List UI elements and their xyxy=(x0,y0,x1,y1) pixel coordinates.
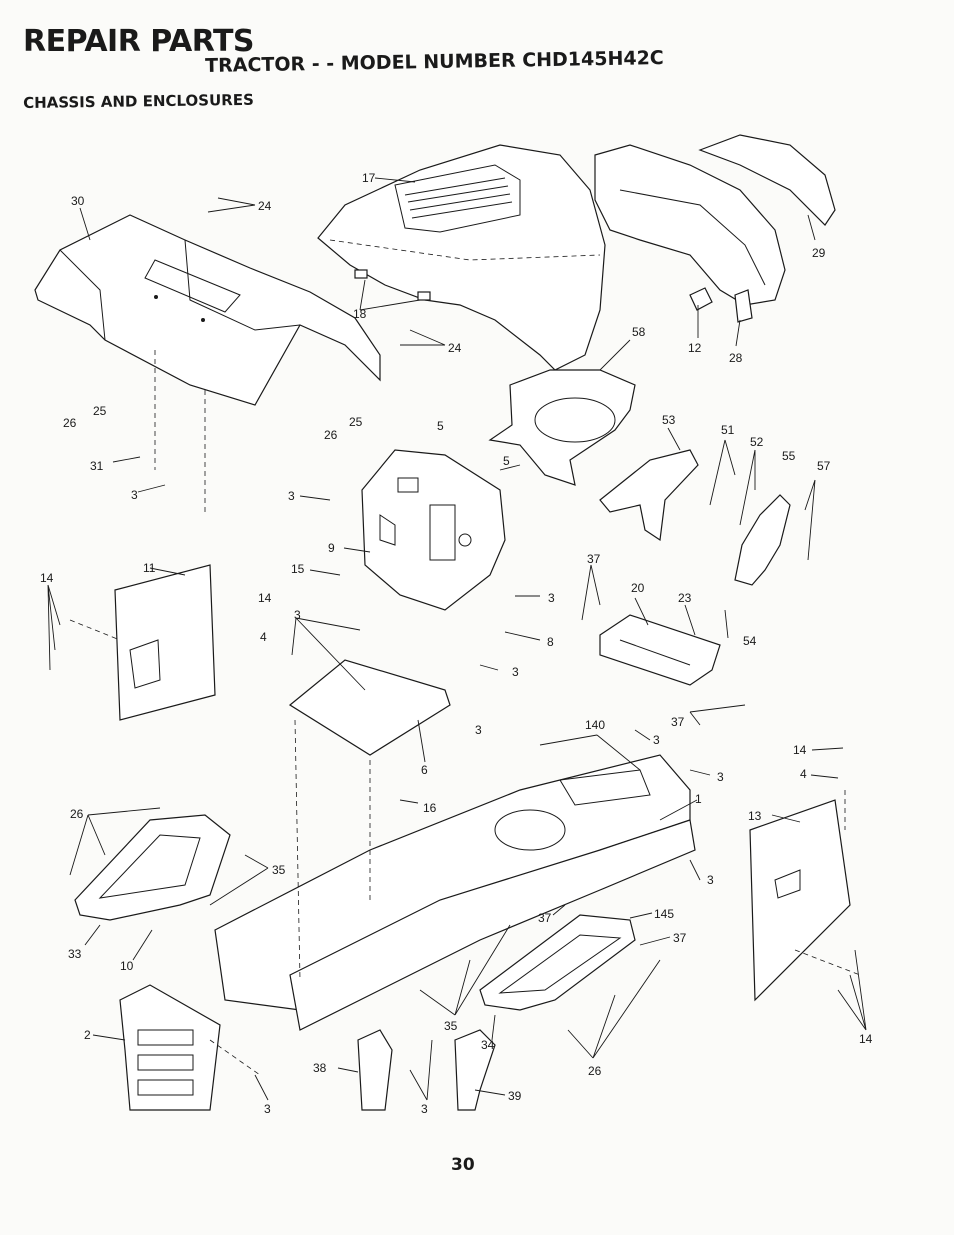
callout-3-k: 3 xyxy=(421,1102,428,1116)
page-title: REPAIR PARTS xyxy=(23,24,255,59)
assembly-lines xyxy=(69,350,861,1076)
callout-52: 52 xyxy=(750,435,764,449)
callout-26-mid: 26 xyxy=(324,428,338,442)
callout-39: 39 xyxy=(508,1089,522,1103)
callout-29: 29 xyxy=(812,246,826,260)
hood-part xyxy=(317,144,606,371)
callout-9: 9 xyxy=(328,541,335,555)
callout-37-a: 37 xyxy=(587,552,601,566)
bracket-55-part xyxy=(734,494,791,586)
callout-20: 20 xyxy=(631,581,645,595)
callout-3-a: 3 xyxy=(131,488,138,502)
callout-37-d: 37 xyxy=(673,931,687,945)
dash-shroud-part xyxy=(488,369,636,486)
callout-10: 10 xyxy=(120,959,134,973)
callout-3-d: 3 xyxy=(294,608,301,622)
callout-17: 17 xyxy=(362,171,376,185)
callout-28: 28 xyxy=(729,351,743,365)
callout-31: 31 xyxy=(90,459,104,473)
bracket-38-part xyxy=(357,1029,393,1111)
bracket-53-part xyxy=(599,449,699,542)
callout-13: 13 xyxy=(748,809,762,823)
callout-54: 54 xyxy=(743,634,757,648)
side-plate-13-part xyxy=(749,799,851,1002)
callout-14-c: 14 xyxy=(793,743,807,757)
grille-panel-part xyxy=(594,134,836,323)
plate-20-part xyxy=(599,614,721,686)
callout-26-low: 26 xyxy=(70,807,84,821)
callout-3-e: 3 xyxy=(512,665,519,679)
side-plate-11-part xyxy=(114,564,216,721)
callout-51: 51 xyxy=(721,423,735,437)
callout-8: 8 xyxy=(547,635,554,649)
callout-5-a: 5 xyxy=(437,419,444,433)
callout-14-d: 14 xyxy=(859,1032,873,1046)
callout-37-c: 37 xyxy=(538,911,552,925)
leader-lines xyxy=(47,177,867,1101)
callout-16: 16 xyxy=(423,801,437,815)
callout-34: 34 xyxy=(481,1038,495,1052)
callout-25-left: 25 xyxy=(93,404,107,418)
callout-3-b: 3 xyxy=(288,489,295,503)
callout-11: 11 xyxy=(143,561,156,575)
callout-3-j: 3 xyxy=(264,1102,271,1116)
callout-2: 2 xyxy=(84,1028,91,1042)
front-plate-2-part xyxy=(119,984,221,1111)
callout-12: 12 xyxy=(688,341,702,355)
callout-14-a: 14 xyxy=(40,571,54,585)
footrest-33-part xyxy=(74,814,231,921)
callout-58: 58 xyxy=(632,325,646,339)
callout-37-b: 37 xyxy=(671,715,685,729)
callout-24-top: 24 xyxy=(258,199,272,213)
floor-plate-6-part xyxy=(288,659,451,756)
callout-26-right: 26 xyxy=(588,1064,602,1078)
callout-55: 55 xyxy=(782,449,796,463)
callout-1: 1 xyxy=(695,792,702,806)
callout-6: 6 xyxy=(421,763,428,777)
callout-4-a: 4 xyxy=(260,630,267,644)
callout-3-i: 3 xyxy=(707,873,714,887)
callout-57: 57 xyxy=(817,459,831,473)
callout-5-b: 5 xyxy=(503,454,510,468)
callout-3-c: 3 xyxy=(548,591,555,605)
bracket-39-part xyxy=(454,1029,496,1111)
callout-14-b: 14 xyxy=(258,591,272,605)
callout-140: 140 xyxy=(585,718,605,732)
main-frame-part xyxy=(214,754,696,1031)
footrest-34-part xyxy=(479,914,636,1011)
callout-25-mid: 25 xyxy=(349,415,363,429)
callout-3-h: 3 xyxy=(717,770,724,784)
callout-145: 145 xyxy=(654,907,674,921)
callout-53: 53 xyxy=(662,413,676,427)
page-number: 30 xyxy=(451,1155,475,1175)
callout-30: 30 xyxy=(71,194,85,208)
callout-15: 15 xyxy=(291,562,305,576)
callout-33: 33 xyxy=(68,947,82,961)
callout-4-b: 4 xyxy=(800,767,807,781)
callout-38: 38 xyxy=(313,1061,327,1075)
callout-35-b: 35 xyxy=(444,1019,458,1033)
callout-26-left: 26 xyxy=(63,416,77,430)
callout-3-g: 3 xyxy=(653,733,660,747)
callout-18: 18 xyxy=(353,307,367,321)
callout-3-f: 3 xyxy=(475,723,482,737)
callout-23: 23 xyxy=(678,591,692,605)
dash-panel-part xyxy=(361,449,506,611)
callout-35-a: 35 xyxy=(272,863,286,877)
rear-fender-part xyxy=(34,214,381,406)
callout-24-mid: 24 xyxy=(448,341,462,355)
